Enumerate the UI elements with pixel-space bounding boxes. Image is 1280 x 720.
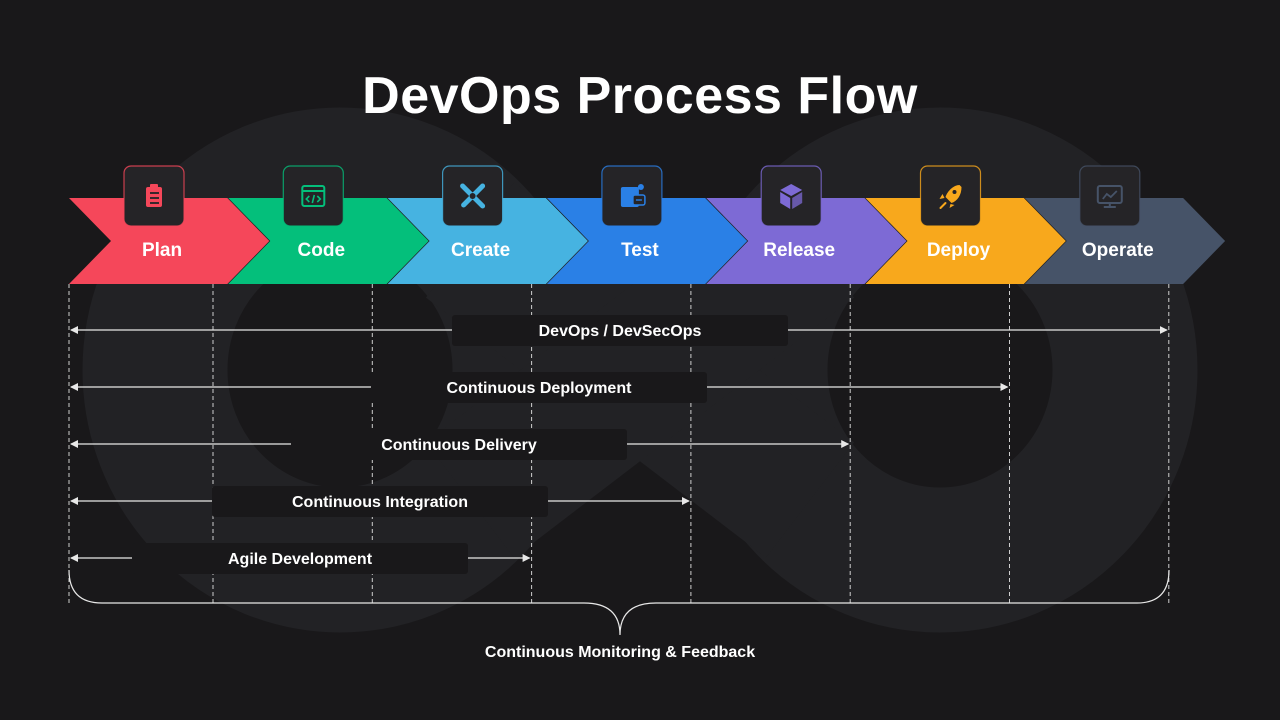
page-title: DevOps Process Flow [362,67,918,125]
span-label: Continuous Delivery [381,437,537,454]
stage-label: Plan [142,240,182,261]
code-window-icon [282,165,344,227]
test-calendar-icon [601,165,663,227]
stage-label: Operate [1082,240,1154,261]
stage-label: Code [298,240,346,261]
stage-chevron [69,198,270,284]
stage-chevron [546,198,748,284]
design-tools-icon [442,165,504,227]
span-label-box [452,315,788,346]
package-icon [760,165,822,227]
stage-chevron [706,198,907,284]
span-label-box [132,543,468,574]
rocket-icon [919,165,982,227]
span-continuous-deployment: Continuous Deployment [70,372,1009,403]
stage-label: Create [451,240,510,261]
stage-label: Release [763,240,835,261]
span-label-box [212,486,548,517]
span-agile-development: Agile Development [70,543,531,574]
stage-label: Test [621,240,659,261]
span-devops-devsecops: DevOps / DevSecOps [70,315,1168,346]
stage-create: Create [387,198,588,284]
stage-chevron [387,198,588,284]
feedback-label: Continuous Monitoring & Feedback [484,644,756,661]
stage-deploy: Deploy [865,198,1066,284]
clipboard-icon [123,165,185,227]
stage-label: Deploy [927,240,991,261]
span-label-box [291,429,627,460]
stage-plan: Plan [69,198,270,284]
stage-test: Test [546,198,748,284]
stage-release: Release [706,198,907,284]
stage-chevron [865,198,1066,284]
span-label-box [371,372,707,403]
feedback-brace [68,569,1170,636]
stage-operate: Operate [1024,198,1226,284]
span-label: DevOps / DevSecOps [539,323,702,340]
span-continuous-integration: Continuous Integration [70,486,690,517]
stage-code: Code [228,198,429,284]
stage-chevron [1024,198,1226,284]
span-label: Continuous Integration [292,494,468,511]
span-label: Agile Development [228,551,373,568]
monitor-dashboard-icon [1079,165,1141,227]
span-label: Continuous Deployment [447,380,633,397]
stage-chevron [228,198,429,284]
span-continuous-delivery: Continuous Delivery [70,429,850,460]
